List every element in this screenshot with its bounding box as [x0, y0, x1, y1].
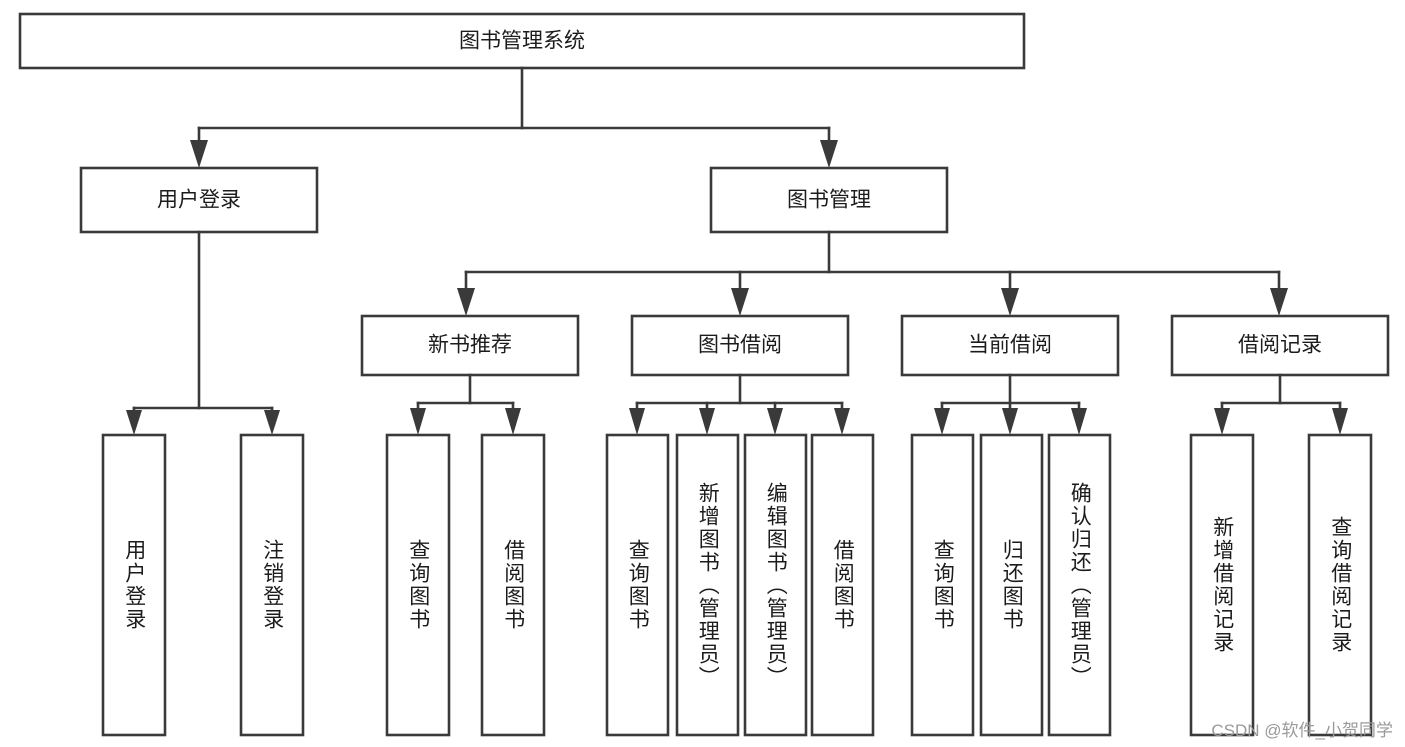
node-borrow-record-box[interactable] [1170, 314, 1390, 377]
leaf-box-record-2[interactable] [1307, 433, 1373, 737]
node-book-manage-box[interactable] [709, 166, 949, 234]
leaf-box-borrow-2[interactable] [675, 433, 740, 737]
leaf-box-current-2[interactable] [979, 433, 1044, 737]
leaf-box-current-1[interactable] [910, 433, 975, 737]
arrow-userlogin-to-leaf2 [264, 410, 280, 435]
arrow-recommend-to-leaf1 [410, 408, 426, 435]
arrow-userlogin-to-leaf1 [126, 410, 142, 435]
arrow-borrow-to-leaf4 [834, 408, 850, 435]
arrow-root-to-book-manage [820, 140, 838, 168]
arrow-bookmanage-to-l3-3 [1270, 288, 1288, 316]
watermark-label: CSDN @软件_小贺同学 [1211, 721, 1393, 740]
node-new-book-recommend-box[interactable] [360, 314, 580, 377]
node-root-box[interactable] [18, 12, 1026, 70]
arrow-bookmanage-to-l3-2 [1001, 288, 1019, 316]
arrow-current-to-leaf3 [1071, 408, 1087, 435]
arrow-bookmanage-to-l3-1 [731, 288, 749, 316]
leaf-box-recommend-2[interactable] [480, 433, 546, 737]
arrow-record-to-leaf1 [1214, 408, 1230, 435]
arrow-borrow-to-leaf2 [699, 408, 715, 435]
leaf-box-user-login-1[interactable] [101, 433, 167, 737]
leaf-box-recommend-1[interactable] [385, 433, 451, 737]
arrow-current-to-leaf1 [934, 408, 950, 435]
arrow-current-to-leaf2 [1002, 408, 1018, 435]
arrow-bookmanage-to-l3-0 [457, 288, 475, 316]
leaf-box-borrow-4[interactable] [810, 433, 875, 737]
node-root-label: 图书管理系统 [459, 30, 585, 53]
node-user-login-label: 用户登录 [157, 189, 241, 212]
leaf-box-borrow-3[interactable] [743, 433, 808, 737]
arrow-recommend-to-leaf2 [505, 408, 521, 435]
node-book-borrow-label: 图书借阅 [698, 334, 782, 357]
leaf-box-record-1[interactable] [1189, 433, 1255, 737]
arrow-borrow-to-leaf1 [629, 408, 645, 435]
node-current-borrow-box[interactable] [900, 314, 1120, 377]
leaf-box-user-login-2[interactable] [239, 433, 305, 737]
arrow-borrow-to-leaf3 [767, 408, 783, 435]
node-current-borrow-label: 当前借阅 [968, 334, 1052, 357]
node-book-manage-label: 图书管理 [787, 189, 871, 212]
node-borrow-record-label: 借阅记录 [1238, 334, 1322, 357]
leaf-box-current-3[interactable] [1047, 433, 1112, 737]
arrow-root-to-user-login [190, 140, 208, 168]
arrow-record-to-leaf2 [1332, 408, 1348, 435]
node-book-borrow-box[interactable] [630, 314, 850, 377]
node-new-book-recommend-label: 新书推荐 [428, 334, 512, 357]
leaf-box-borrow-1[interactable] [605, 433, 670, 737]
